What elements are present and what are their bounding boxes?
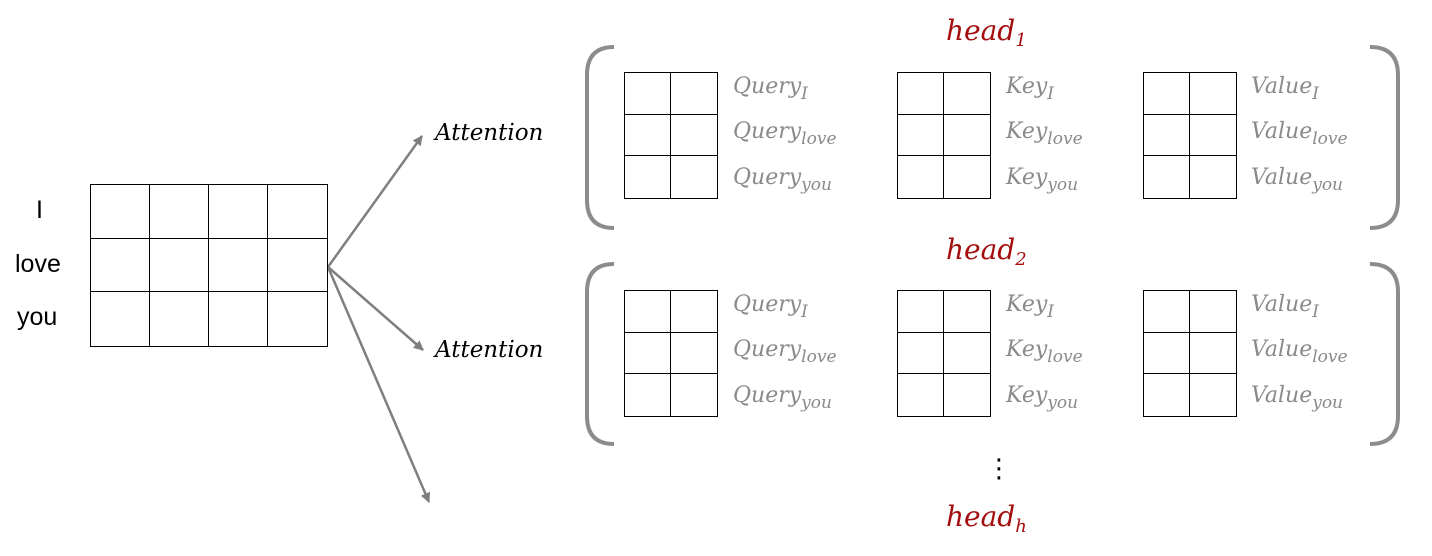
attention-label-1: Attention bbox=[435, 120, 544, 146]
matrix-cell bbox=[91, 292, 150, 346]
head-1-query-you-label: Queryyou bbox=[733, 165, 832, 195]
head-1-value-love-label: Valuelove bbox=[1251, 119, 1348, 149]
input-token-i: I bbox=[36, 196, 43, 224]
matrix-cell bbox=[1190, 333, 1236, 375]
head-2-key-love-label: Keylove bbox=[1006, 337, 1083, 367]
head-1-value-i-label: ValueI bbox=[1251, 74, 1319, 104]
input-token-love: love bbox=[15, 250, 61, 278]
head-1-key-i-label: KeyI bbox=[1006, 74, 1055, 104]
head-2-key-i-label: KeyI bbox=[1006, 292, 1055, 322]
matrix-cell bbox=[1190, 374, 1236, 416]
matrix-cell bbox=[150, 292, 209, 346]
matrix-cell bbox=[1190, 156, 1236, 198]
matrix-cell bbox=[1190, 291, 1236, 333]
matrix-cell bbox=[625, 114, 671, 157]
matrix-cell bbox=[671, 73, 717, 115]
input-token-you: you bbox=[17, 303, 58, 331]
head-2-key-matrix bbox=[897, 290, 991, 417]
matrix-cell bbox=[1144, 114, 1190, 157]
head-2-right-bracket bbox=[1369, 262, 1400, 446]
matrix-cell bbox=[150, 185, 209, 239]
head-h-title: headh bbox=[946, 500, 1027, 537]
matrix-cell bbox=[209, 185, 268, 239]
head-2-query-matrix bbox=[624, 290, 718, 417]
head-1-key-love-label: Keylove bbox=[1006, 119, 1083, 149]
head-2-value-i-label: ValueI bbox=[1251, 292, 1319, 322]
head-2-value-matrix bbox=[1143, 290, 1237, 417]
head-2-value-love-label: Valuelove bbox=[1251, 337, 1348, 367]
matrix-cell bbox=[268, 292, 327, 346]
head-2-value-you-label: Valueyou bbox=[1251, 383, 1344, 413]
matrix-cell bbox=[1144, 332, 1190, 375]
matrix-cell bbox=[671, 115, 717, 157]
matrix-cell bbox=[625, 156, 671, 198]
matrix-cell bbox=[1190, 73, 1236, 115]
matrix-cell bbox=[944, 115, 990, 157]
matrix-cell bbox=[209, 238, 268, 293]
head-1-left-bracket bbox=[585, 45, 615, 230]
matrix-cell bbox=[150, 238, 209, 293]
head-2-query-you-label: Queryyou bbox=[733, 383, 832, 413]
head-2-query-love-label: Querylove bbox=[733, 337, 837, 367]
matrix-cell bbox=[1144, 73, 1190, 115]
matrix-cell bbox=[944, 333, 990, 375]
matrix-cell bbox=[91, 185, 150, 239]
matrix-cell bbox=[91, 238, 150, 293]
matrix-cell bbox=[1144, 374, 1190, 416]
matrix-cell bbox=[625, 374, 671, 416]
arrow-to-more-heads bbox=[326, 266, 431, 503]
attention-label-2: Attention bbox=[435, 337, 544, 363]
head-2-left-bracket bbox=[585, 262, 615, 446]
arrow-to-attention-2 bbox=[327, 266, 424, 351]
matrix-cell bbox=[625, 332, 671, 375]
head-1-value-matrix bbox=[1143, 72, 1237, 199]
head-1-query-i-label: QueryI bbox=[733, 74, 808, 104]
head-1-right-bracket bbox=[1369, 45, 1400, 230]
head-1-title: head1 bbox=[946, 14, 1027, 51]
head-2-key-you-label: Keyyou bbox=[1006, 383, 1079, 413]
matrix-cell bbox=[898, 114, 944, 157]
head-1-key-you-label: Keyyou bbox=[1006, 165, 1079, 195]
head-1-value-you-label: Valueyou bbox=[1251, 165, 1344, 195]
matrix-cell bbox=[944, 73, 990, 115]
matrix-cell bbox=[944, 156, 990, 198]
vertical-ellipsis: ⋮ bbox=[986, 454, 1012, 484]
matrix-cell bbox=[898, 73, 944, 115]
arrow-to-attention-1 bbox=[326, 135, 424, 268]
matrix-cell bbox=[1144, 156, 1190, 198]
head-1-key-matrix bbox=[897, 72, 991, 199]
head-2-title: head2 bbox=[946, 233, 1027, 270]
matrix-cell bbox=[944, 291, 990, 333]
matrix-cell bbox=[209, 292, 268, 346]
matrix-cell bbox=[268, 185, 327, 239]
head-1-query-matrix bbox=[624, 72, 718, 199]
matrix-cell bbox=[671, 374, 717, 416]
matrix-cell bbox=[898, 332, 944, 375]
matrix-cell bbox=[671, 291, 717, 333]
matrix-cell bbox=[944, 374, 990, 416]
matrix-cell bbox=[625, 291, 671, 333]
input-embedding-matrix bbox=[90, 184, 328, 347]
matrix-cell bbox=[625, 73, 671, 115]
matrix-cell bbox=[898, 156, 944, 198]
matrix-cell bbox=[671, 156, 717, 198]
head-2-query-i-label: QueryI bbox=[733, 292, 808, 322]
matrix-cell bbox=[268, 239, 327, 293]
matrix-cell bbox=[1144, 291, 1190, 333]
matrix-cell bbox=[898, 291, 944, 333]
matrix-cell bbox=[898, 374, 944, 416]
head-1-query-love-label: Querylove bbox=[733, 119, 837, 149]
matrix-cell bbox=[1190, 115, 1236, 157]
matrix-cell bbox=[671, 333, 717, 375]
